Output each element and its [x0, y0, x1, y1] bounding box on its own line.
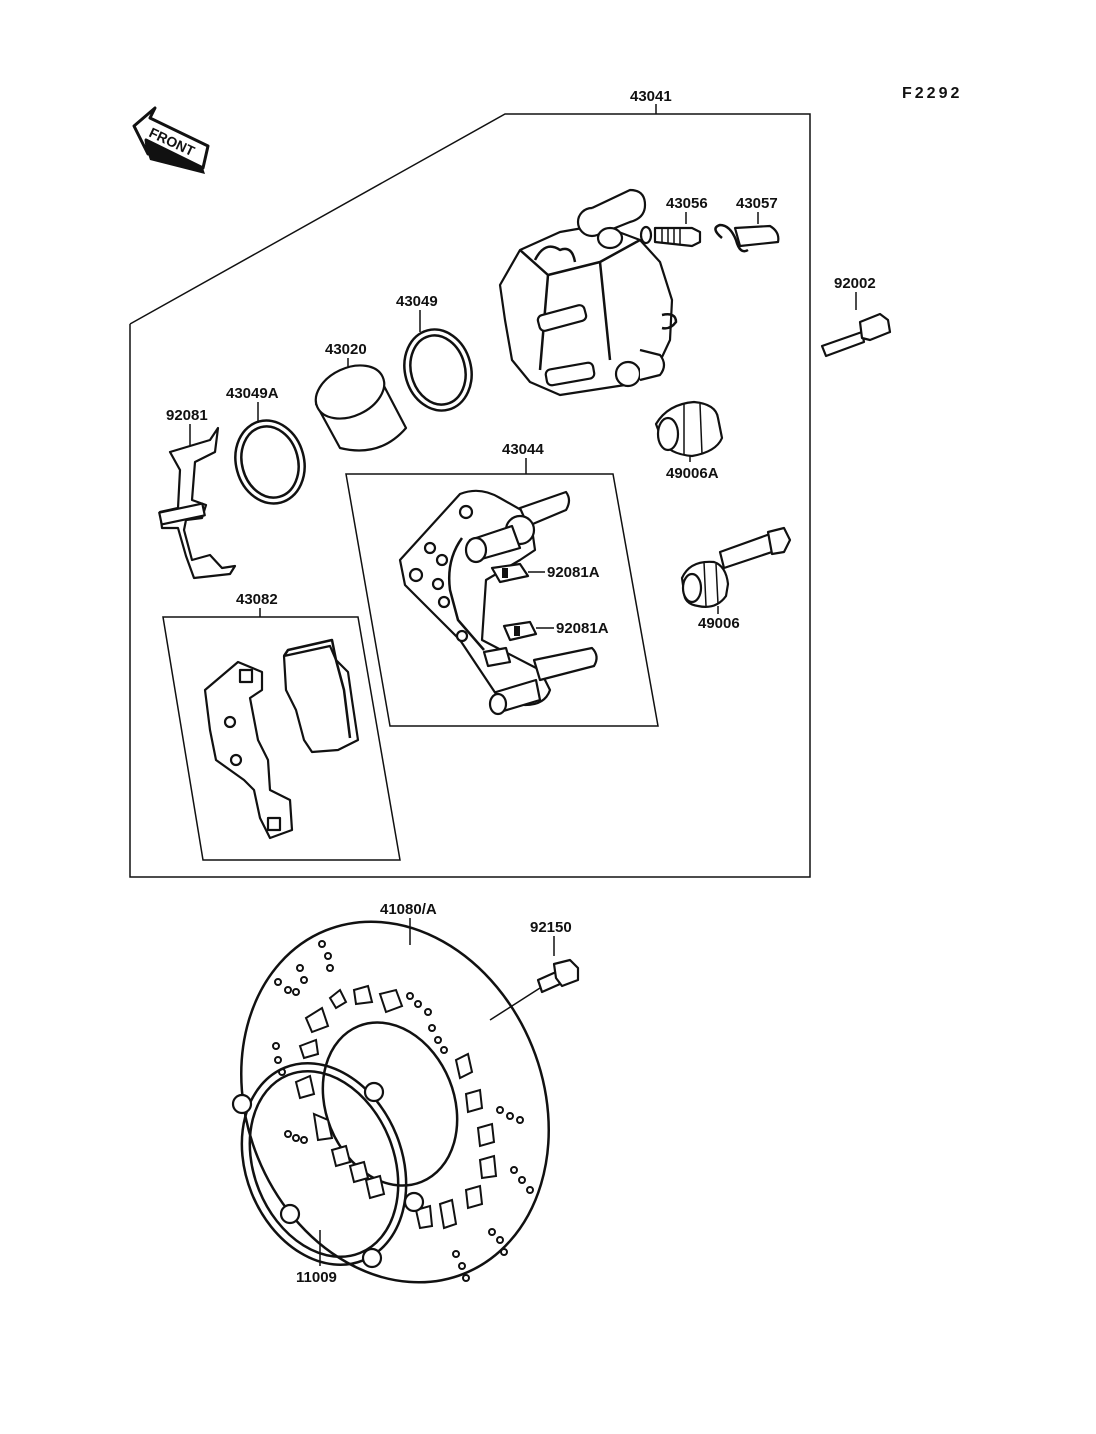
caliper-body	[498, 188, 678, 397]
bracket-assembly-frame	[345, 473, 659, 727]
label-43049a: 43049A	[226, 385, 279, 402]
brake-pad	[282, 638, 360, 754]
spring-upper	[490, 562, 530, 584]
boot-a	[654, 400, 724, 458]
disc-shim-ring	[231, 1061, 425, 1269]
label-43082: 43082	[236, 591, 278, 608]
caliper-bracket	[398, 489, 598, 716]
bleeder-cap	[714, 223, 780, 253]
disc-bolt	[536, 958, 580, 994]
label-92081: 92081	[166, 407, 208, 424]
front-arrow-icon: FRONT	[132, 106, 210, 174]
caliper-assembly-frame	[129, 113, 811, 878]
dust-seal	[234, 419, 306, 505]
label-43020: 43020	[325, 341, 367, 358]
piston	[314, 364, 408, 452]
label-92002: 92002	[834, 275, 876, 292]
figure-code: F2292	[902, 85, 962, 102]
pin-boot	[680, 526, 792, 608]
label-92081a-lower: 92081A	[556, 620, 609, 637]
label-43041: 43041	[630, 88, 672, 105]
label-11009: 11009	[296, 1269, 337, 1286]
pad-spring	[158, 426, 237, 580]
label-49006: 49006	[698, 615, 740, 632]
brake-disc	[240, 920, 550, 1284]
mounting-bolt	[820, 312, 892, 358]
pad-assembly-frame	[162, 616, 401, 861]
label-43049: 43049	[396, 293, 438, 310]
label-49006a: 49006A	[666, 465, 719, 482]
bleeder-valve	[639, 225, 702, 248]
label-43056: 43056	[666, 195, 708, 212]
label-43057: 43057	[736, 195, 778, 212]
label-43044: 43044	[502, 441, 544, 458]
piston-seal	[403, 328, 473, 412]
label-41080a: 41080/A	[380, 901, 437, 918]
brake-pad-shim	[203, 660, 294, 840]
spring-lower	[502, 620, 538, 642]
label-92150: 92150	[530, 919, 572, 936]
label-92081a-upper: 92081A	[547, 564, 600, 581]
